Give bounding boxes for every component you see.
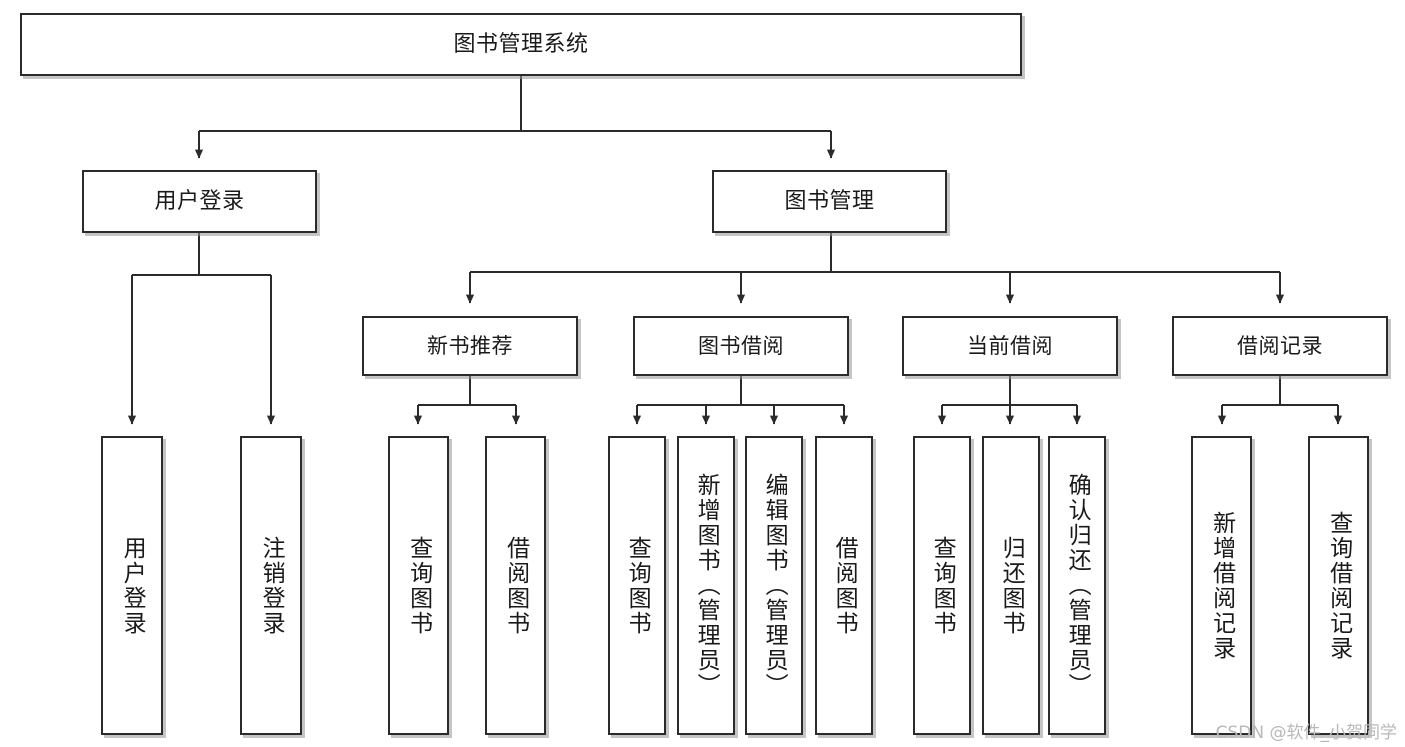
node-leaf-borrow-book-1-label: 借阅图书 (502, 535, 529, 636)
node-root-book-management-system[interactable]: 图书管理系统 (20, 13, 1022, 76)
node-book-borrow-label: 图书借阅 (698, 333, 784, 358)
node-book-manage-label: 图书管理 (784, 188, 875, 214)
node-book-borrow[interactable]: 图书借阅 (633, 316, 849, 376)
node-leaf-edit-book-label: 编辑图书（管理员） (761, 473, 788, 698)
csdn-watermark: CSDN @软件_小贺同学 (1215, 723, 1397, 743)
node-leaf-return-book-label: 归还图书 (998, 535, 1025, 636)
node-leaf-query-book-2[interactable]: 查询图书 (608, 436, 666, 735)
node-leaf-query-record-label: 查询借阅记录 (1325, 510, 1352, 661)
node-leaf-add-book[interactable]: 新增图书（管理员） (677, 436, 735, 735)
node-leaf-query-book-1-label: 查询图书 (405, 535, 432, 636)
node-leaf-add-record-label: 新增借阅记录 (1208, 510, 1235, 661)
node-borrow-record-label: 借阅记录 (1237, 333, 1323, 358)
node-user-login-label: 用户登录 (154, 188, 245, 214)
node-leaf-user-login[interactable]: 用户登录 (101, 436, 163, 735)
node-leaf-borrow-book-2-label: 借阅图书 (831, 535, 858, 636)
node-user-login[interactable]: 用户登录 (82, 170, 317, 233)
node-new-book-recommend[interactable]: 新书推荐 (362, 316, 578, 376)
node-leaf-add-record[interactable]: 新增借阅记录 (1191, 436, 1252, 735)
node-leaf-edit-book[interactable]: 编辑图书（管理员） (745, 436, 803, 735)
node-current-borrow[interactable]: 当前借阅 (902, 316, 1118, 376)
node-book-manage[interactable]: 图书管理 (712, 170, 947, 233)
node-new-book-recommend-label: 新书推荐 (427, 333, 513, 358)
node-leaf-logout-login-label: 注销登录 (258, 535, 285, 636)
node-leaf-query-book-3[interactable]: 查询图书 (913, 436, 971, 735)
node-leaf-query-record[interactable]: 查询借阅记录 (1308, 436, 1369, 735)
node-leaf-borrow-book-2[interactable]: 借阅图书 (815, 436, 873, 735)
node-leaf-query-book-1[interactable]: 查询图书 (388, 436, 449, 735)
node-root-label: 图书管理系统 (453, 31, 589, 57)
node-leaf-query-book-3-label: 查询图书 (929, 535, 956, 636)
node-leaf-user-login-label: 用户登录 (119, 535, 146, 636)
node-leaf-borrow-book-1[interactable]: 借阅图书 (485, 436, 546, 735)
node-leaf-confirm-return[interactable]: 确认归还（管理员） (1048, 436, 1106, 735)
node-leaf-confirm-return-label: 确认归还（管理员） (1064, 473, 1091, 698)
node-leaf-logout-login[interactable]: 注销登录 (240, 436, 302, 735)
node-leaf-add-book-label: 新增图书（管理员） (693, 473, 720, 698)
node-leaf-query-book-2-label: 查询图书 (624, 535, 651, 636)
node-current-borrow-label: 当前借阅 (967, 333, 1053, 358)
node-leaf-return-book[interactable]: 归还图书 (982, 436, 1040, 735)
node-borrow-record[interactable]: 借阅记录 (1172, 316, 1388, 376)
